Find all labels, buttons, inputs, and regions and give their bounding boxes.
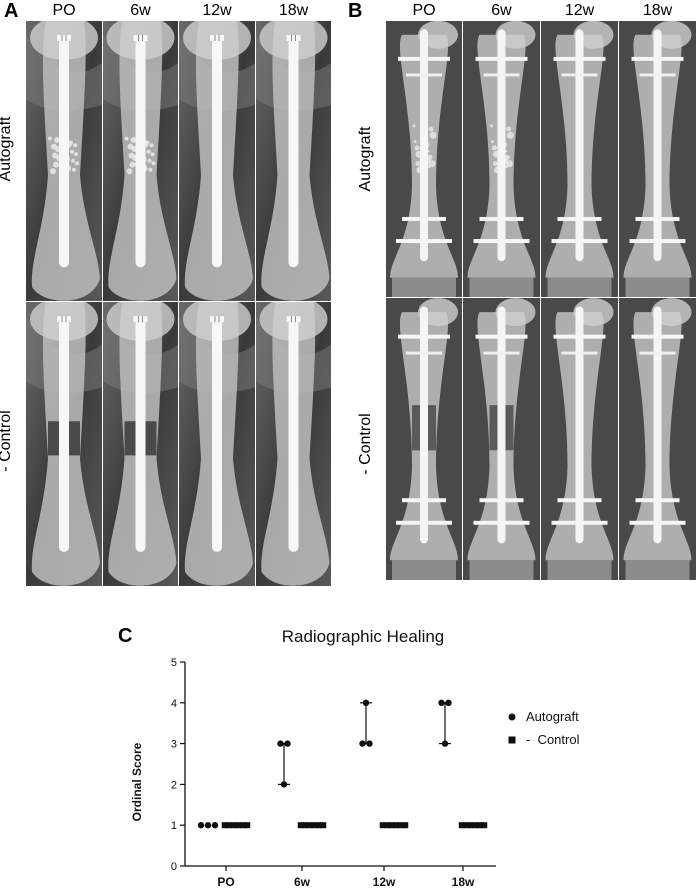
point-1-0-3 xyxy=(235,822,242,829)
panel-a-col-12w: 12w xyxy=(202,2,232,19)
point-1-3-3 xyxy=(472,822,479,829)
legend-label-0: Autograft xyxy=(526,709,579,724)
legend-label-1: - Control xyxy=(526,732,580,747)
x-tick-label-6w: 6w xyxy=(294,875,311,889)
point-1-3-0 xyxy=(458,822,465,829)
panel-a-radiograph-r1-c3 xyxy=(179,21,255,301)
point-0-1-0 xyxy=(277,740,284,747)
panel-c-letter: C xyxy=(118,625,133,647)
point-0-2-0 xyxy=(359,740,366,747)
point-0-1-2 xyxy=(280,781,288,788)
point-1-1-5 xyxy=(320,822,327,829)
x-tick-label-PO: PO xyxy=(217,875,234,889)
y-tick-label-5: 5 xyxy=(171,657,177,669)
panel-a-letter: A xyxy=(4,0,19,22)
point-1-3-2 xyxy=(467,822,474,829)
panel-b-radiograph-r2-c1 xyxy=(386,298,462,580)
point-1-0-4 xyxy=(239,822,246,829)
point-1-2-4 xyxy=(397,822,404,829)
point-0-2-1 xyxy=(366,740,373,747)
legend-marker-1 xyxy=(508,736,516,744)
panel-b-col-6w: 6w xyxy=(491,2,512,19)
panel-a-radiograph-r2-c4 xyxy=(256,302,331,586)
point-1-2-1 xyxy=(384,822,391,829)
panel-a-radiograph-r1-c4 xyxy=(256,21,331,301)
panel-a-radiograph-r1-c2 xyxy=(103,21,178,301)
point-1-0-0 xyxy=(221,822,228,829)
panel-a-col-po: PO xyxy=(52,2,76,19)
point-1-1-4 xyxy=(315,822,322,829)
point-1-1-2 xyxy=(306,822,313,829)
panel-b-radiograph-r2-c3 xyxy=(541,298,618,580)
panel-a-row-autograft: Autograft xyxy=(0,116,14,182)
point-1-1-1 xyxy=(302,822,309,829)
panel-a-col-18w: 18w xyxy=(278,2,309,19)
y-tick-label-3: 3 xyxy=(171,739,177,751)
panel-b-col-18w: 18w xyxy=(642,2,673,19)
point-1-3-5 xyxy=(481,822,488,829)
point-1-3-1 xyxy=(463,822,470,829)
point-1-2-3 xyxy=(393,822,400,829)
point-1-0-2 xyxy=(230,822,237,829)
point-0-3-2 xyxy=(441,740,449,747)
point-1-2-0 xyxy=(379,822,386,829)
y-tick-label-2: 2 xyxy=(171,779,177,791)
panel-a-radiograph-r1-c1 xyxy=(26,21,102,301)
point-1-0-5 xyxy=(244,822,251,829)
y-tick-label-0: 0 xyxy=(171,861,177,873)
x-tick-label-18w: 18w xyxy=(452,875,475,889)
point-0-3-1 xyxy=(445,699,452,706)
panel-b-radiograph-r1-c4 xyxy=(619,21,696,297)
panel-b-radiograph-r1-c1 xyxy=(386,21,462,297)
point-0-3-0 xyxy=(438,699,445,706)
panel-b-radiograph-r1-c3 xyxy=(541,21,618,297)
point-0-0-2 xyxy=(211,822,219,829)
panel-b-radiograph-r2-c2 xyxy=(463,298,540,580)
point-0-0-1 xyxy=(204,822,212,829)
y-tick-label-1: 1 xyxy=(171,820,177,832)
panel-b-row-autograft: Autograft xyxy=(357,126,374,192)
legend-marker-0 xyxy=(508,713,516,721)
panel-a-radiograph-r2-c1 xyxy=(26,302,102,586)
point-0-2-2 xyxy=(362,699,370,706)
point-0-0-0 xyxy=(197,822,205,829)
panel-b-radiograph-r2-c4 xyxy=(619,298,696,580)
chart-title: Radiographic Healing xyxy=(282,627,445,646)
panel-b-letter: B xyxy=(348,0,363,22)
point-1-2-2 xyxy=(388,822,395,829)
panel-a-row-control: - Control xyxy=(0,410,14,471)
panel-a-radiograph-r2-c2 xyxy=(103,302,178,586)
panel-a-col-6w: 6w xyxy=(130,2,151,19)
y-axis-label: Ordinal Score xyxy=(130,742,144,821)
x-tick-label-12w: 12w xyxy=(373,875,396,889)
radiographic-healing-chart: Radiographic Healing Ordinal Score 0 1 2 3 4… xyxy=(130,627,580,889)
panel-b-radiograph-r1-c2 xyxy=(463,21,540,297)
point-1-0-1 xyxy=(226,822,233,829)
point-0-1-1 xyxy=(284,740,291,747)
panel-b-col-12w: 12w xyxy=(564,2,595,19)
y-tick-label-4: 4 xyxy=(171,698,177,710)
point-1-2-5 xyxy=(402,822,409,829)
panel-b-row-control: - Control xyxy=(357,413,374,475)
point-1-1-0 xyxy=(297,822,304,829)
panel-a-radiograph-r2-c3 xyxy=(179,302,255,586)
point-1-3-4 xyxy=(476,822,483,829)
panel-b-col-po: PO xyxy=(412,2,436,19)
point-1-1-3 xyxy=(311,822,318,829)
